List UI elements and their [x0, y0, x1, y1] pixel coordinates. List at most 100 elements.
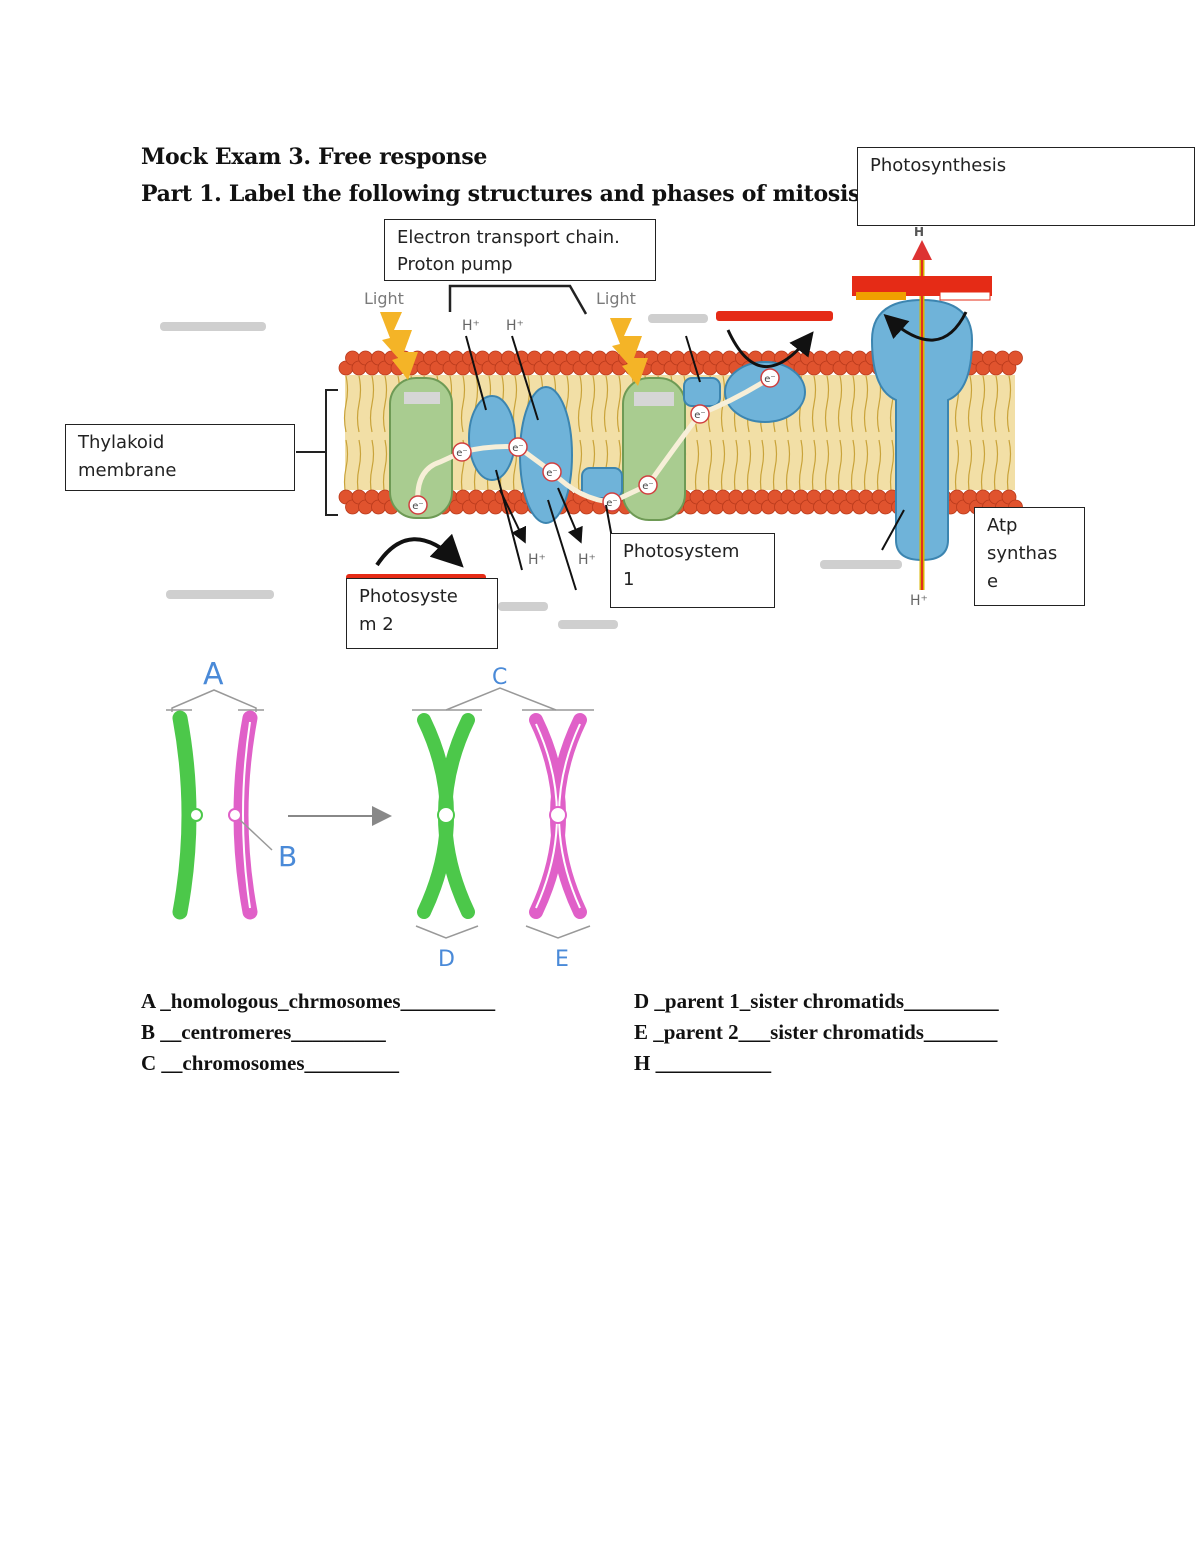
- centromere-green-replicated: [437, 806, 455, 824]
- atp-pointer: [881, 509, 905, 551]
- label-box-atp-synthase[interactable]: Atp synthas e: [974, 507, 1085, 606]
- label-box-photosystem-2[interactable]: Photosyste m 2: [346, 578, 498, 649]
- lipid-tail: [876, 439, 882, 497]
- lipid-tail: [980, 439, 986, 497]
- lipid-tail: [616, 375, 622, 433]
- lipid-tail: [837, 439, 843, 497]
- white-blank-atp: [939, 291, 991, 301]
- label-box-photosynthesis[interactable]: Photosynthesis: [857, 147, 1195, 226]
- bracket-c: [445, 687, 557, 711]
- lipid-tail: [993, 439, 999, 497]
- answer-a[interactable]: A _homologous_chrmosomes_________: [141, 989, 496, 1013]
- label-text: membrane: [78, 460, 177, 481]
- bracket-d: [415, 925, 479, 939]
- pump-line-2: [511, 335, 539, 421]
- lipid-tail: [811, 439, 817, 497]
- electron: e⁻: [690, 404, 710, 424]
- lipid-tail: [889, 439, 895, 497]
- proton-label-5: H⁺: [910, 593, 928, 609]
- lipid-tail: [733, 439, 739, 497]
- lipid-tail: [824, 375, 830, 433]
- answer-e[interactable]: E _parent 2___sister chromatids_______: [634, 1020, 998, 1044]
- answer-d[interactable]: D _parent 1_sister chromatids_________: [634, 989, 999, 1013]
- label-text: 1: [623, 569, 635, 590]
- answer-c[interactable]: C __chromosomes_________: [141, 1051, 400, 1075]
- light-label-2: Light: [596, 289, 636, 308]
- lipid-tail: [954, 439, 960, 497]
- label-text: e: [987, 571, 999, 592]
- svg-text:e⁻: e⁻: [764, 374, 775, 385]
- answer-list-left: A _homologous_chrmosomes_________ B __ce…: [141, 986, 495, 1079]
- letter-c: C: [492, 665, 507, 690]
- label-text: m 2: [359, 614, 394, 635]
- lipid-tail: [759, 439, 765, 497]
- centromere-pink: [228, 808, 242, 822]
- label-text: Atp: [987, 515, 1018, 536]
- lipid-tail: [707, 439, 713, 497]
- lipid-tail: [460, 375, 466, 433]
- label-box-thylakoid-membrane[interactable]: Thylakoid membrane: [65, 424, 295, 491]
- answer-list-right: D _parent 1_sister chromatids_________ E…: [634, 986, 999, 1079]
- lipid-tail: [993, 375, 999, 433]
- label-text: Proton pump: [397, 254, 513, 275]
- proton-label-3: H⁺: [528, 552, 546, 568]
- lipid-tail: [863, 375, 869, 433]
- lipid-tail: [356, 439, 362, 497]
- light-label-1: Light: [364, 289, 404, 308]
- centromere-green: [189, 808, 203, 822]
- plastocyanin: [581, 467, 623, 499]
- lipid-tail: [577, 439, 583, 497]
- pump-line-1: [465, 335, 487, 411]
- page-title: Mock Exam 3. Free response: [141, 144, 488, 170]
- bracket-e: [525, 925, 591, 939]
- lipid-tail: [1006, 375, 1012, 433]
- part-heading: Part 1. Label the following structures a…: [141, 181, 861, 207]
- light-bolt-1: [380, 312, 418, 380]
- chromosome-pink-highlight: [242, 721, 251, 909]
- label-box-photosystem-1[interactable]: Photosystem 1: [610, 533, 775, 608]
- nadp-reductase: [724, 361, 806, 423]
- etc-bracket: [448, 284, 588, 315]
- photosystem-2-protein: [389, 377, 453, 519]
- label-text: Photosyste: [359, 586, 458, 607]
- lipid-tail: [967, 375, 973, 433]
- letter-d: D: [438, 947, 455, 972]
- lipid-tail: [577, 375, 583, 433]
- svg-text:e⁻: e⁻: [512, 443, 523, 454]
- chromosome-diagram: A B C D E: [166, 657, 594, 972]
- thylakoid-diagram: e⁻e⁻e⁻e⁻e⁻e⁻e⁻e⁻ Light Light H⁺ H⁺ H⁺ H⁺…: [160, 225, 1023, 629]
- lipid-tail: [850, 375, 856, 433]
- lipid-tail: [720, 439, 726, 497]
- nadp-arrow: [726, 329, 814, 368]
- gray-blank-3: [166, 590, 274, 599]
- lipid-tail: [603, 375, 609, 433]
- electrons: e⁻e⁻e⁻e⁻e⁻e⁻e⁻e⁻: [408, 368, 780, 515]
- electron: e⁻: [452, 442, 472, 462]
- lipid-tail: [356, 375, 362, 433]
- svg-text:e⁻: e⁻: [606, 498, 617, 509]
- red-blank-nadph: [716, 311, 833, 321]
- lipid-tail: [863, 439, 869, 497]
- electron: e⁻: [542, 462, 562, 482]
- lipid-tail: [343, 375, 349, 433]
- lipid-tail: [590, 375, 596, 433]
- electron: e⁻: [760, 368, 780, 388]
- gray-blank-1: [160, 322, 266, 331]
- svg-text:e⁻: e⁻: [546, 468, 557, 479]
- label-text: Thylakoid: [78, 432, 165, 453]
- svg-text:e⁻: e⁻: [456, 448, 467, 459]
- electron: e⁻: [408, 495, 428, 515]
- answer-h[interactable]: H ___________: [634, 1051, 772, 1075]
- orange-blank-atp: [856, 292, 906, 300]
- letter-b: B: [278, 840, 297, 873]
- proton-label-2: H⁺: [506, 318, 524, 334]
- red-blank-atp: [852, 276, 992, 296]
- answer-b[interactable]: B __centromeres_________: [141, 1020, 386, 1044]
- label-box-electron-transport-chain[interactable]: Electron transport chain. Proton pump: [384, 219, 656, 281]
- lipid-tail: [798, 439, 804, 497]
- lipid-tail: [824, 439, 830, 497]
- diagrams: e⁻e⁻e⁻e⁻e⁻e⁻e⁻e⁻ Light Light H⁺ H⁺ H⁺ H⁺…: [160, 225, 1023, 972]
- centromere-pink-replicated: [549, 806, 567, 824]
- label-text: Electron transport chain.: [397, 227, 620, 248]
- membrane-bracket: [325, 389, 338, 516]
